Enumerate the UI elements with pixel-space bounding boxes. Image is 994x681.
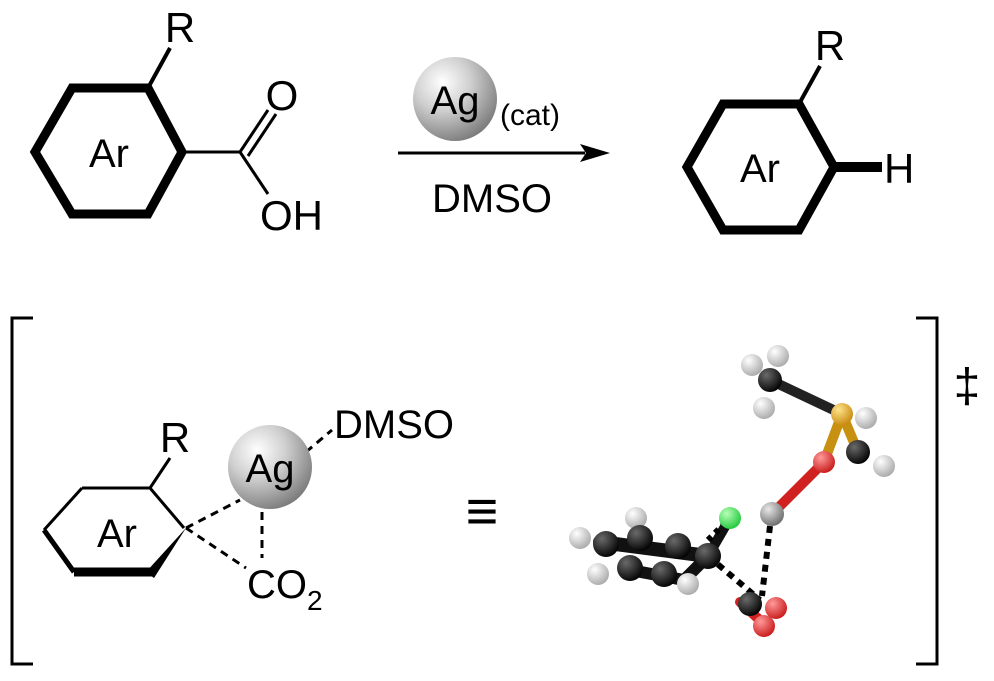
ts-r-bond xyxy=(148,457,172,489)
catalyst-note: (cat) xyxy=(500,99,560,132)
product-molecule: Ar R H xyxy=(681,22,914,235)
reactant-oh-label: OH xyxy=(260,192,323,239)
hydrogen-atom xyxy=(569,527,591,549)
silver-catalyst-sphere xyxy=(413,57,497,141)
carbon-atom xyxy=(665,533,691,559)
hydrogen-atom xyxy=(855,407,877,429)
ts-ring-wedge-lower-right xyxy=(146,528,186,578)
ts-co2-subscript: 2 xyxy=(307,585,323,616)
silver-atom xyxy=(719,507,741,529)
hydrogen-atom xyxy=(741,354,763,376)
product-r-label: R xyxy=(815,22,845,69)
ts-c-co2-dashed-bond xyxy=(185,526,247,570)
oxygen-atom xyxy=(753,615,775,637)
solvent-label: DMSO xyxy=(432,177,552,221)
carbon-atom xyxy=(846,440,870,464)
hydrogen-atom xyxy=(753,397,775,419)
double-dagger-symbol: ‡ xyxy=(954,360,981,413)
reactant-hydroxyl-bond xyxy=(238,151,270,195)
reactant-r-bond xyxy=(146,47,172,89)
reactant-carbonyl-o-label: O xyxy=(266,72,299,119)
hydrogen-atom xyxy=(873,455,895,477)
reactant-molecule: Ar R O OH xyxy=(29,4,323,239)
reactant-carbonyl-bond-a xyxy=(238,109,270,153)
hydrogen-atom xyxy=(587,563,609,585)
reactant-ring-label: Ar xyxy=(89,132,129,176)
reaction-arrow-head xyxy=(580,144,610,162)
carbon-atom xyxy=(738,592,762,616)
ts-c-ag-dashed-bond xyxy=(185,498,241,530)
carbon-atom xyxy=(617,555,643,581)
carbon-atom xyxy=(758,368,782,392)
ts-ring-bond-upper-left xyxy=(42,486,84,532)
hydrogen-atom xyxy=(677,573,699,595)
product-r-bond xyxy=(797,65,822,105)
ts-ring-bond-upper-right xyxy=(148,487,186,529)
carbon-atom xyxy=(627,525,653,551)
ts-ring-label: Ar xyxy=(97,512,137,556)
hydrogen-atom xyxy=(625,507,647,529)
ts-r-label: R xyxy=(160,414,190,461)
ts-ring-bond-lower-left xyxy=(41,528,77,574)
metal-bound-atom xyxy=(760,502,784,526)
ts-metal-label: Ag xyxy=(246,447,295,491)
left-bracket xyxy=(10,316,33,666)
right-bracket xyxy=(916,316,939,666)
equivalence-symbol: ≡ xyxy=(466,479,499,542)
sulfur-atom xyxy=(831,403,853,425)
product-h-label: H xyxy=(884,145,914,192)
reaction-arrow-group: Ag (cat) DMSO xyxy=(398,57,610,221)
ts-co2-label: CO2 xyxy=(247,563,323,616)
ts-co2-text: CO xyxy=(247,563,307,607)
ts-silver-sphere xyxy=(228,425,312,509)
model-ts-bond-dashed xyxy=(759,525,773,597)
hydrogen-atom xyxy=(767,345,789,367)
ts-ag-dmso-dashed-bond xyxy=(305,428,333,454)
carbon-atom xyxy=(695,543,721,569)
transition-state-structure: Ar R Ag DMSO CO2 xyxy=(41,403,454,616)
transition-state-brackets: ‡ xyxy=(10,316,981,666)
model-bond xyxy=(765,375,847,419)
product-ring-label: Ar xyxy=(740,147,780,191)
ball-and-stick-model xyxy=(569,345,895,637)
carbon-atom xyxy=(651,561,677,587)
reactant-r-label: R xyxy=(165,4,195,51)
oxygen-atom xyxy=(765,597,787,619)
oxygen-atom xyxy=(813,451,835,473)
model-bonds xyxy=(593,375,863,629)
carbon-atom xyxy=(593,531,619,557)
model-bond xyxy=(769,457,829,517)
ts-dmso-label: DMSO xyxy=(334,403,454,447)
reactant-carbonyl-bond-b xyxy=(246,113,278,157)
catalyst-label: Ag xyxy=(431,79,480,123)
